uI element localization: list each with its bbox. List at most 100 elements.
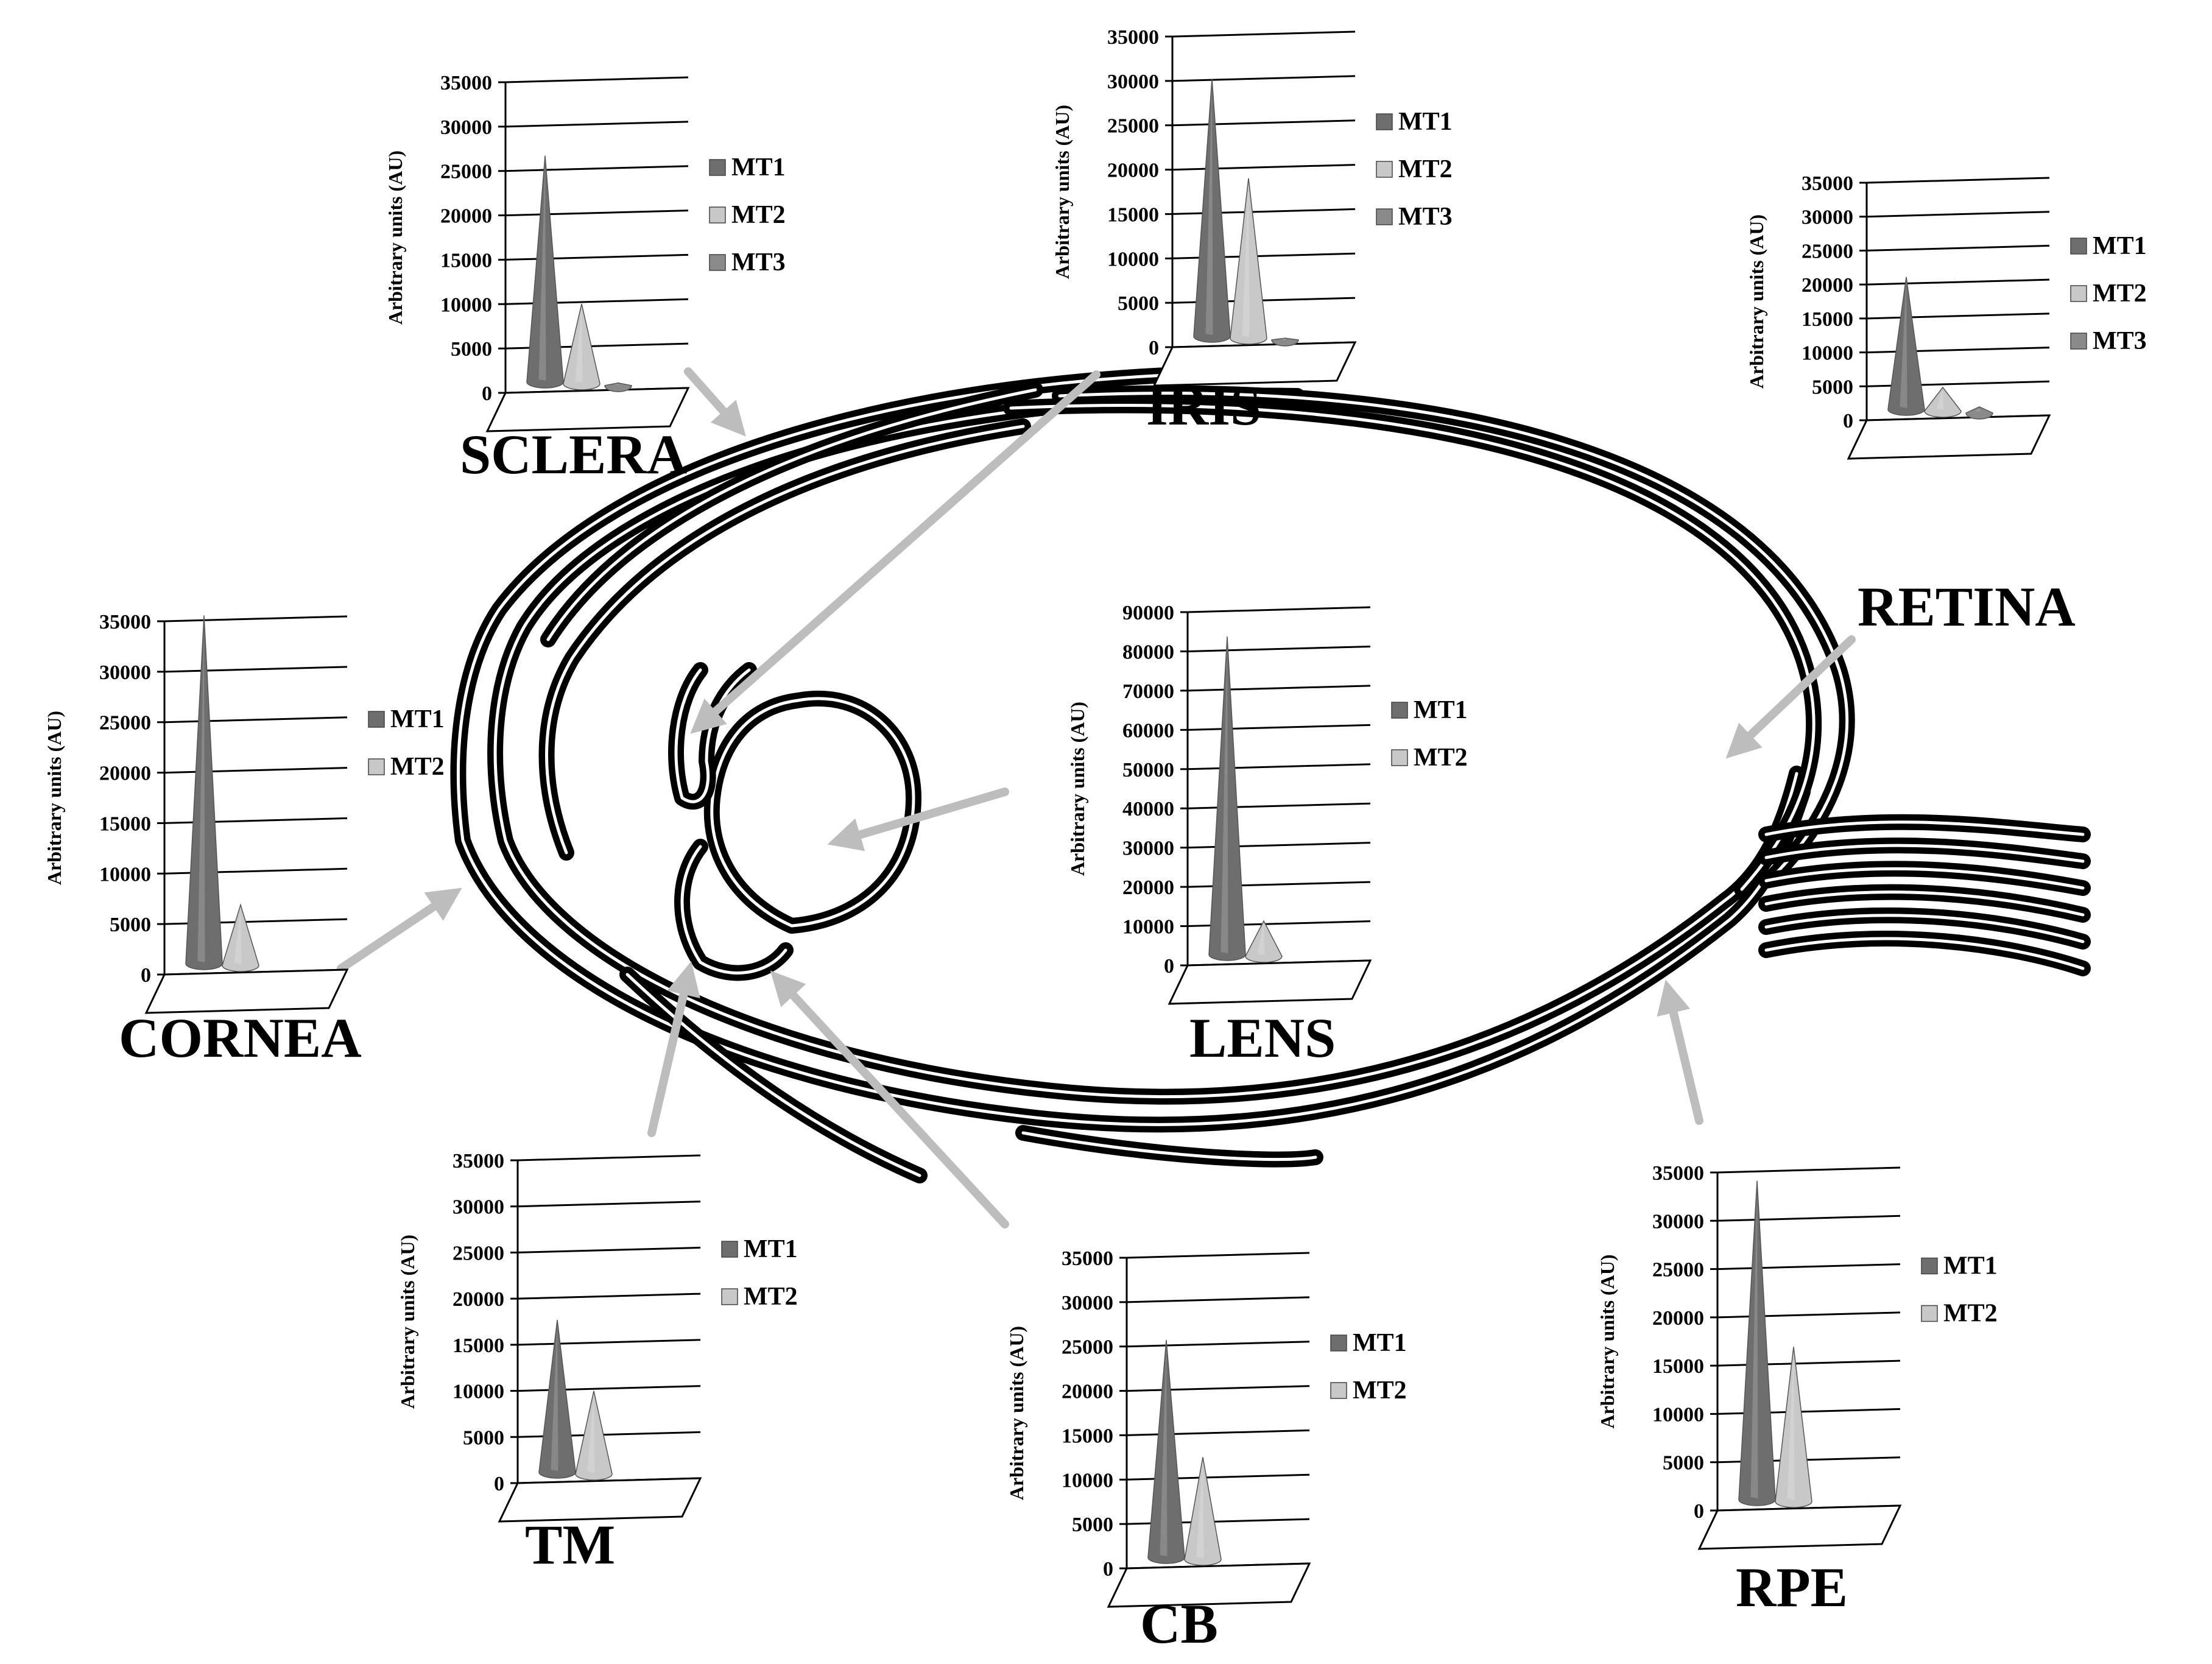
legend-label-mt3: MT3 — [1398, 203, 1453, 231]
y-tick-label: 35000 — [453, 1150, 504, 1172]
legend-label-mt1: MT1 — [744, 1235, 798, 1263]
legend-label-mt3: MT3 — [2093, 327, 2147, 355]
gridline — [1866, 347, 2050, 354]
y-tick-label: 10000 — [1652, 1403, 1704, 1426]
legend-label-mt1: MT1 — [1353, 1329, 1407, 1357]
gridline — [517, 1154, 701, 1162]
legend-swatch-mt1 — [1376, 113, 1393, 130]
bar-cone-highlight — [1974, 409, 1981, 412]
label-retina: RETINA — [1858, 576, 2076, 638]
y-tick-label: 30000 — [440, 116, 492, 139]
legend-swatch-mt2 — [1391, 749, 1408, 766]
optic-nerve-fiber — [1758, 884, 2091, 923]
legend-label-mt2: MT2 — [1398, 155, 1453, 183]
legend-swatch-mt3 — [709, 254, 726, 271]
gridline — [1172, 119, 1356, 127]
gridline — [1187, 606, 1371, 613]
bar-cone-mt2 — [1775, 1347, 1812, 1508]
label-lens: LENS — [1189, 1007, 1336, 1069]
y-tick-label: 0 — [1149, 337, 1159, 359]
gridline — [164, 817, 348, 824]
legend-label-mt3: MT3 — [731, 249, 786, 277]
gridline — [1717, 1215, 1901, 1222]
label-rpe: RPE — [1736, 1556, 1848, 1618]
gridline — [1717, 1263, 1901, 1271]
bar-cone-highlight — [1750, 1183, 1758, 1498]
legend-swatch-mt2 — [2070, 285, 2087, 302]
y-tick-label: 25000 — [1802, 240, 1853, 263]
y-tick-label: 50000 — [1122, 759, 1174, 781]
gridline — [1126, 1385, 1310, 1392]
y-tick-label: 10000 — [1107, 248, 1159, 270]
bar-cone-highlight — [1196, 1459, 1204, 1558]
legend-swatch-mt1 — [709, 159, 726, 176]
label-iris: IRIS — [1146, 375, 1262, 437]
gridline — [1866, 312, 2050, 320]
arrow-iris — [690, 370, 1101, 734]
gridline — [1717, 1311, 1901, 1319]
gridline — [1866, 278, 2050, 286]
legend-label-mt1: MT1 — [1398, 108, 1453, 136]
legend-swatch-mt3 — [2070, 333, 2087, 350]
y-tick-label: 0 — [1843, 410, 1853, 432]
label-cornea: CORNEA — [119, 1007, 362, 1069]
y-tick-label: 35000 — [1652, 1162, 1704, 1185]
y-tick-label: 0 — [1103, 1558, 1113, 1581]
gridline — [1717, 1359, 1901, 1367]
gridline — [1866, 177, 2050, 184]
optic-nerve-fiber — [1758, 814, 2091, 842]
y-tick-label: 30000 — [1802, 206, 1853, 229]
y-tick-label: 0 — [482, 383, 492, 405]
arrow-cornea — [337, 887, 462, 973]
bar-cone-highlight — [1936, 390, 1944, 410]
chart-iris: 35000300002500020000150001000050000Arbit… — [1051, 26, 1453, 387]
bar-cone-highlight — [587, 1393, 595, 1473]
chart-floor — [1168, 959, 1372, 1005]
gridline — [1126, 1473, 1310, 1481]
y-axis-title: Arbitrary units (AU) — [1745, 214, 1767, 389]
bar-cone-highlight — [1280, 337, 1286, 341]
iris-lower — [674, 839, 794, 981]
optic-nerve-fiber — [1758, 931, 2091, 976]
chart-floor — [1697, 1504, 1902, 1550]
y-tick-label: 15000 — [453, 1334, 504, 1357]
gridline — [505, 253, 689, 261]
bar-cone-highlight — [234, 907, 242, 964]
legend-swatch-mt1 — [2070, 238, 2087, 255]
legend-swatch-mt2 — [1376, 161, 1393, 178]
chart-cb: 35000300002500020000150001000050000Arbit… — [1006, 1247, 1407, 1608]
chart-floor — [498, 1477, 702, 1523]
y-tick-label: 0 — [494, 1473, 504, 1495]
chart-lens: 9000080000700006000050000400003000020000… — [1066, 602, 1468, 1005]
legend-label-mt1: MT1 — [2093, 232, 2147, 260]
optic-nerve-fiber — [1758, 837, 2091, 869]
y-tick-label: 15000 — [1062, 1425, 1113, 1447]
gridline — [164, 716, 348, 724]
gridline — [517, 1385, 701, 1392]
bar-cone-mt1 — [1208, 636, 1246, 961]
y-tick-label: 30000 — [99, 661, 151, 684]
y-axis-title: Arbitrary units (AU) — [1596, 1254, 1618, 1428]
y-tick-label: 30000 — [1652, 1210, 1704, 1233]
chart-retina: 35000300002500020000150001000050000Arbit… — [1745, 172, 2147, 460]
bar-cone-mt3 — [1965, 406, 1993, 420]
bar-cone-mt2 — [1230, 178, 1267, 345]
y-axis-title: Arbitrary units (AU) — [1066, 702, 1088, 876]
bar-cone-highlight — [197, 618, 205, 962]
bar-cone-mt1 — [1887, 277, 1925, 416]
gridline — [517, 1246, 701, 1253]
legend-label-mt2: MT2 — [731, 201, 786, 229]
legend-label-mt1: MT1 — [390, 705, 445, 733]
gridline — [1187, 685, 1371, 692]
y-tick-label: 20000 — [440, 205, 492, 228]
bar-cone-highlight — [1257, 923, 1265, 955]
bar-cone-mt3 — [1271, 337, 1299, 347]
y-tick-label: 25000 — [1062, 1336, 1113, 1359]
gridline — [505, 76, 689, 83]
y-tick-label: 5000 — [451, 338, 492, 361]
gridline — [505, 165, 689, 172]
lens-outline — [703, 690, 921, 934]
y-tick-label: 20000 — [99, 763, 151, 785]
y-tick-label: 25000 — [1107, 115, 1159, 138]
